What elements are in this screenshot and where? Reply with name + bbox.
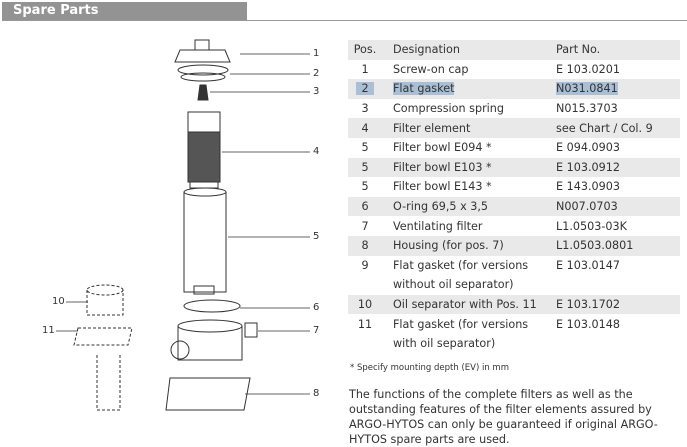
flange: [165, 377, 251, 411]
header-part-no: Part No.: [556, 40, 680, 60]
callout: 3: [313, 86, 320, 97]
table-row-continued: with oil separator): [393, 337, 496, 351]
footnote: * Specify mounting depth (EV) in mm: [350, 363, 509, 373]
table-row-continued: without oil separator): [393, 278, 514, 292]
disclaimer-paragraph: The functions of the complete filters as…: [349, 388, 658, 446]
housing: [170, 319, 258, 361]
callout: 1: [313, 48, 320, 59]
callout: 11: [42, 325, 55, 336]
header-pos: Pos.: [348, 40, 382, 60]
filter-element: [187, 111, 221, 189]
leader-lines: [56, 53, 310, 395]
callout: 6: [313, 302, 320, 313]
exploded-diagram: [56, 39, 310, 411]
selected-text[interactable]: 2: [356, 82, 374, 96]
selected-text[interactable]: N031.0841: [556, 82, 618, 96]
table-row: 2 Flat gasket N031.0841: [348, 79, 680, 99]
callout: 10: [52, 296, 65, 307]
flat-gasket: [180, 72, 226, 82]
o-ring: [183, 299, 241, 313]
callout: 5: [313, 231, 320, 242]
callout: 4: [313, 146, 320, 157]
callout: 7: [313, 325, 320, 336]
section-title: Spare Parts: [2, 2, 247, 20]
screw-on-cap: [174, 39, 231, 76]
header-designation: Designation: [382, 40, 556, 60]
oil-separator: [73, 284, 133, 411]
table-header: Pos. Designation Part No.: [348, 40, 680, 60]
selected-text[interactable]: Flat gasket: [393, 82, 455, 96]
callout: 2: [313, 68, 320, 79]
filter-bowl: [183, 187, 227, 295]
spring: [197, 84, 209, 101]
callout: 8: [313, 388, 320, 399]
divider: [2, 20, 687, 21]
